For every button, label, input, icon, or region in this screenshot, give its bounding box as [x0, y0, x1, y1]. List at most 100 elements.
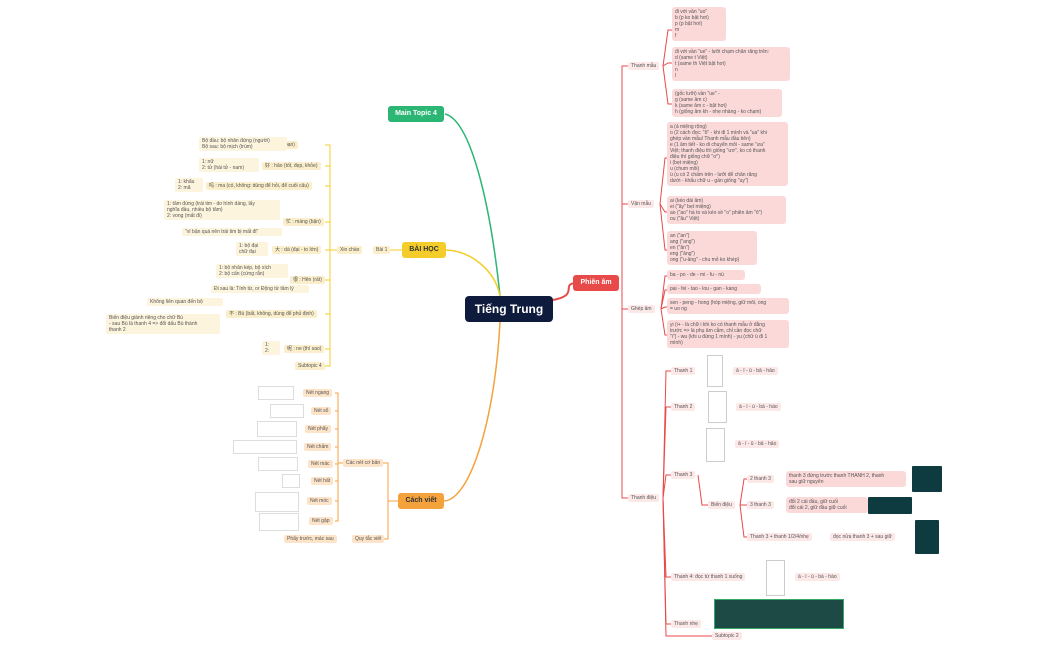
note-line: 1: bộ đại — [239, 243, 259, 249]
note-line: i (bẹt miệng) — [670, 160, 698, 166]
thanh-mau-note-3[interactable]: (gốc lưỡi) vần "ue" - g (same âm c) k (s… — [672, 89, 782, 117]
bien-dieu-3-thanh-3[interactable]: 3 thanh 3 — [747, 501, 774, 509]
central-topic[interactable]: Tiếng Trung — [465, 296, 553, 322]
note-line: k (same âm c - bật hơi) — [675, 103, 727, 109]
note-line: l — [675, 73, 677, 79]
thanh-3-node[interactable]: Thanh 3 — [671, 471, 696, 479]
thanh-mau-note-1[interactable]: đi với vần "uo" b (p ko bật hơi) p (p bậ… — [672, 7, 726, 41]
net-mac-image — [258, 457, 298, 471]
thanh-3-example[interactable]: ǎ - ǐ - ǔ - bǎ - hǎo — [735, 440, 780, 448]
subtopic-2[interactable]: Subtopic 2 — [712, 632, 742, 640]
net-mac-label[interactable]: Nét mác — [308, 460, 333, 468]
net-hat-image — [282, 474, 300, 488]
net-gap-label[interactable]: Nét gập — [309, 517, 333, 525]
note-line: g (same âm c) — [675, 97, 707, 103]
phay-truoc-mac-sau[interactable]: Phẩy trước, mác sau — [284, 535, 337, 543]
thanh-mau-note-2[interactable]: đi với vần "ue" - lưỡi chạm chân răng tr… — [672, 47, 790, 81]
char-ma[interactable]: 吗 : ma (có, không: dùng để hỏi, để cuối … — [206, 182, 312, 190]
note-line: o (2 cách đọc: "ô" - khi đi 1 mình và "u… — [670, 130, 767, 136]
note-line: t (same th Việt bật hơi) — [675, 61, 726, 67]
thanh-nhe-node[interactable]: Thanh nhẹ — [671, 620, 701, 628]
van-mau-note-1[interactable]: a (á miệng rộng) o (2 cách đọc: "ô" - kh… — [667, 122, 788, 186]
char-da[interactable]: 大 : dà (đại - to lớn) — [272, 246, 322, 254]
char-hen[interactable]: 很 : Hěn (rất) — [290, 276, 325, 284]
note-line: b (p ko bật hơi) — [675, 15, 709, 21]
subtopic-4[interactable]: Subtopic 4 — [295, 362, 325, 370]
net-so-label[interactable]: Nét sổ — [311, 407, 332, 415]
char-bu[interactable]: 不 : Bù (bất, không, dùng để phủ định) — [226, 310, 317, 318]
bien-dieu-thanh-3-plus-image — [915, 520, 939, 554]
net-moc-label[interactable]: Nét móc — [307, 497, 332, 505]
bien-dieu-3-thanh-3-note[interactable]: đổi 2 cái đầu, giữ cuối đổi cái 2, giữ đ… — [786, 497, 868, 513]
char-bu-notes[interactable]: Không liên quan đến bộ — [147, 298, 223, 306]
note-line: thanh 2 — [109, 327, 126, 333]
main-topic-cach-viet[interactable]: Cách viết — [398, 493, 444, 509]
ghep-am-note-1[interactable]: ba - po - de - mi - fu - nü — [667, 270, 745, 280]
van-mau-note-3[interactable]: an ("an") ang ("ang") en ("ân") eng ("ân… — [667, 231, 757, 265]
main-topic-4[interactable]: Main Topic 4 — [388, 106, 444, 122]
bien-dieu-2-thanh-3[interactable]: 2 thanh 3 — [747, 475, 774, 483]
van-mau-note-2[interactable]: ai (kéo dài âm) ei ("ây" bẹt miệng) ao (… — [667, 196, 786, 224]
thanh-mau-node[interactable]: Thanh mẫu — [628, 62, 660, 70]
thanh-dieu-node[interactable]: Thanh điệu — [628, 494, 660, 502]
net-cham-label[interactable]: Nét chấm — [304, 443, 332, 451]
note-line: đổi 2 cái đầu, giữ cuối — [789, 499, 838, 505]
net-phay-label[interactable]: Nét phẩy — [305, 425, 332, 433]
ghep-am-note-4[interactable]: yi (i+ - là chữ i khi ko có thanh mẫu ở … — [667, 320, 789, 348]
char-hen-note[interactable]: Đi sau là: Tính từ, or Động từ tâm lý — [211, 285, 309, 293]
char-ne[interactable]: 呢 : ne (thì sao) — [284, 345, 325, 353]
char-mang[interactable]: 忙 : máng (bận) — [283, 218, 324, 226]
cac-net-co-ban-node[interactable]: Các nét cơ bản — [343, 459, 384, 467]
note-line: ei ("ây" bẹt miệng) — [670, 204, 711, 210]
xin-chao-node[interactable]: Xin chào — [337, 246, 363, 254]
note-line: sau giữ nguyên — [789, 479, 824, 485]
note-line: ba - po - de - mi - fu - nü — [670, 272, 724, 278]
note-line: "i") - wu (khi u đứng 1 mình) - yu (chữ … — [670, 334, 768, 340]
note-line: Việt; thanh điệu thì giống "ươ", ko có t… — [670, 148, 766, 154]
note-line: 1: — [265, 342, 270, 348]
note-line: thanh 3 đứng trước thanh THANH 2, thanh — [789, 473, 885, 479]
note-line: nghĩa đầu, nhiều bộ tâm) — [167, 207, 223, 213]
note-line: 1: tâm đứng (trái tim - do hình dáng, lấ… — [167, 201, 255, 207]
net-hat-label[interactable]: Nét hất — [311, 477, 334, 485]
char-da-notes[interactable]: 1: bộ đại chữ đại — [236, 242, 268, 256]
note-line: Bộ đầu: bộ nhân đứng (người) — [202, 138, 270, 144]
ghep-am-node[interactable]: Ghép âm — [628, 305, 655, 313]
char-mang-notes[interactable]: 1: tâm đứng (trái tim - do hình dáng, lấ… — [164, 200, 280, 220]
note-line: ong ("u-âng" - chu mỏ ko khép) — [670, 257, 740, 263]
note-line: n — [675, 67, 678, 73]
char-mang-mnemonic[interactable]: "vì bận quá nên trái tim bị mất đi" — [182, 228, 282, 236]
net-cham-image — [233, 440, 297, 454]
bien-dieu-2-thanh-3-note[interactable]: thanh 3 đứng trước thanh THANH 2, thanh … — [786, 471, 906, 487]
quy-tac-viet-node[interactable]: Quy tắc viết — [352, 535, 385, 543]
char-ma-notes[interactable]: 1: khẩu 2: mã — [175, 178, 203, 192]
ghep-am-note-2[interactable]: pai - fei - tao - lou - gan - kang — [667, 284, 761, 294]
char-hao-notes[interactable]: 1: nữ 2: tử (hài tử - nam) — [199, 158, 259, 172]
van-mau-node[interactable]: Vận mẫu — [628, 200, 655, 208]
char-bu-tone-change[interactable]: Biến điệu giành riêng cho chữ Bù - sau B… — [106, 314, 220, 334]
thanh-1-node[interactable]: Thanh 1 — [671, 367, 696, 375]
net-so-image — [270, 404, 304, 418]
note-line: = uo ng — [670, 306, 687, 312]
thanh-1-example[interactable]: ā - ī - ū - bā - hāo — [733, 367, 778, 375]
note-line: điệu thì giống chữ "ơ") — [670, 154, 720, 160]
char-hao[interactable]: 好 : hǎo (tốt, đẹp, khỏe) — [262, 162, 321, 170]
char-ni-notes[interactable]: Bộ đầu: bộ nhân đứng (người) Bộ sau: bộ … — [199, 137, 287, 151]
bai-1-node[interactable]: Bài 1 — [373, 246, 391, 254]
ghep-am-note-3[interactable]: sen - peng - hong (hóp miệng, giữ môi, o… — [667, 298, 789, 314]
thanh-4-example[interactable]: à - ì - ù - bà - hào — [795, 573, 840, 581]
char-hen-notes[interactable]: 1: bộ nhân kép, bộ xích 2: bộ cấn (cứng … — [216, 264, 288, 278]
net-ngang-label[interactable]: Nét ngang — [303, 389, 333, 397]
note-line: 1: nữ — [202, 159, 214, 165]
thanh-4-node[interactable]: Thanh 4: đọc từ thanh 1 xuống — [671, 573, 746, 581]
char-ne-notes[interactable]: 1: 2: — [262, 341, 280, 355]
note-line: a (á miệng rộng) — [670, 124, 707, 130]
bien-dieu-thanh-3-plus[interactable]: Thanh 3 + thanh 1/2/4/nhẹ — [747, 533, 812, 541]
thanh-2-node[interactable]: Thanh 2 — [671, 403, 696, 411]
note-line: u (chum môi) — [670, 166, 700, 172]
bien-dieu-thanh-3-plus-note[interactable]: đọc nửa thanh 3 + sau giữ — [830, 533, 895, 541]
bien-dieu-node[interactable]: Biến điệu — [708, 501, 735, 509]
main-topic-bai-hoc[interactable]: BÀI HỌC — [402, 242, 446, 258]
main-topic-phien-am[interactable]: Phiên âm — [573, 275, 619, 291]
thanh-2-example[interactable]: á - í - ú - bá - háo — [736, 403, 781, 411]
